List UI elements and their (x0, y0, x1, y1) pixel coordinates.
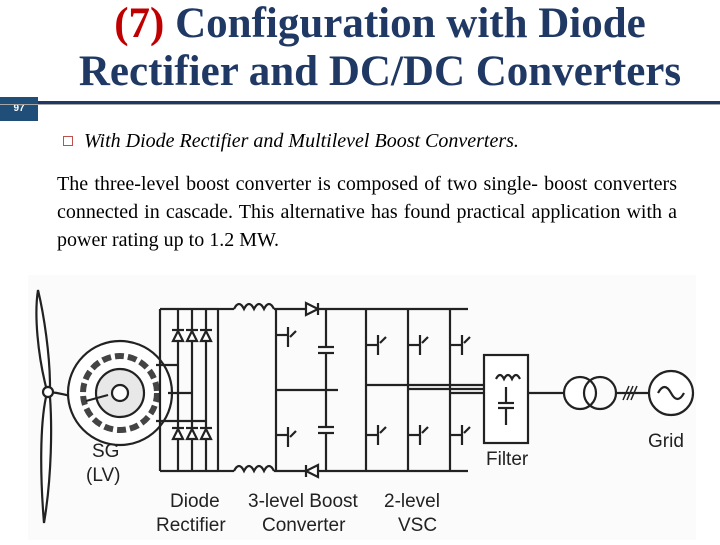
label-diode-2: Rectifier (156, 515, 226, 536)
inductor-top-icon (233, 302, 275, 312)
boost-diode-top-icon (304, 301, 321, 317)
bullet-text: With Diode Rectifier and Multilevel Boos… (84, 130, 519, 152)
label-vsc-1: 2-level (384, 491, 440, 512)
title-rule-shadow (0, 104, 720, 105)
label-vsc-2: VSC (398, 515, 437, 536)
slide-number: 97 (0, 97, 38, 121)
label-grid: Grid (648, 431, 684, 452)
label-sg-1: SG (92, 441, 119, 462)
label-filter: Filter (486, 449, 529, 470)
vsc-converter (364, 309, 484, 471)
diode-rectifier (158, 307, 220, 473)
boost-diode-bottom-icon (303, 463, 320, 479)
title-line-1: (7) Configuration with Diode (40, 0, 720, 48)
filter-icon (482, 353, 530, 445)
boost-switch-bottom-icon (276, 427, 297, 447)
circuit-diagram-svg: SG (LV) Diode Rectifier 3-level Boost Co… (35, 289, 695, 536)
title-line-1-text: Configuration with Diode (164, 0, 646, 47)
label-diode-1: Diode (170, 491, 220, 512)
title-line-2: Rectifier and DC/DC Converters (78, 48, 682, 95)
label-boost-2: Converter (262, 515, 346, 536)
body-paragraph-text: The three-level boost converter is compo… (57, 173, 677, 251)
bullet-square-icon (63, 136, 73, 146)
title-number: (7) (114, 0, 165, 47)
boost-switch-top-icon (276, 327, 297, 347)
transformer-icon (562, 375, 618, 411)
boost-converter (274, 309, 338, 471)
body-paragraph: The three-level boost converter is compo… (57, 170, 677, 254)
label-sg-2: (LV) (86, 465, 120, 486)
circuit-diagram: SG (LV) Diode Rectifier 3-level Boost Co… (28, 275, 696, 540)
grid-source-icon (647, 369, 695, 417)
title-rule (38, 101, 720, 104)
inductor-bottom-icon (233, 464, 275, 474)
slide-title: (7) Configuration with Diode Rectifier a… (40, 0, 720, 96)
label-boost-1: 3-level Boost (248, 491, 359, 512)
generator-icon (66, 339, 174, 447)
